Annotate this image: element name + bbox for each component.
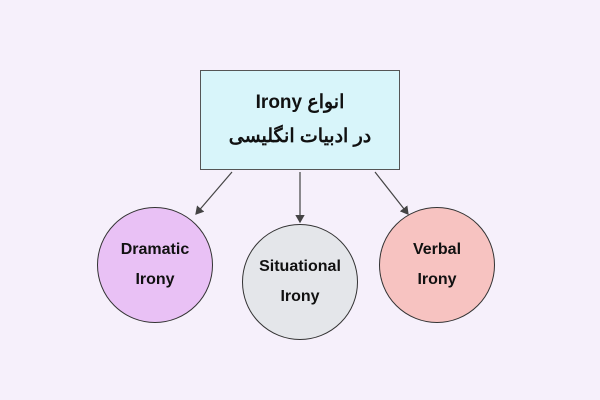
arrow-to-dramatic bbox=[195, 171, 233, 215]
title-line-2: در ادبیات انگلیسی bbox=[228, 126, 372, 147]
node-dramatic-irony: Dramatic Irony bbox=[97, 207, 213, 323]
node-label: Irony bbox=[280, 288, 320, 305]
node-label: Irony bbox=[135, 271, 175, 288]
node-label: Verbal bbox=[412, 241, 462, 258]
node-verbal-irony: Verbal Irony bbox=[379, 207, 495, 323]
title-line-1: انواع Irony bbox=[255, 92, 345, 113]
node-label: Irony bbox=[417, 271, 457, 288]
node-situational-irony: Situational Irony bbox=[242, 224, 358, 340]
title-box: انواع Irony در ادبیات انگلیسی bbox=[200, 70, 400, 170]
node-label: Dramatic bbox=[120, 241, 190, 258]
node-label: Situational bbox=[259, 258, 341, 275]
arrow-to-verbal bbox=[374, 171, 409, 215]
